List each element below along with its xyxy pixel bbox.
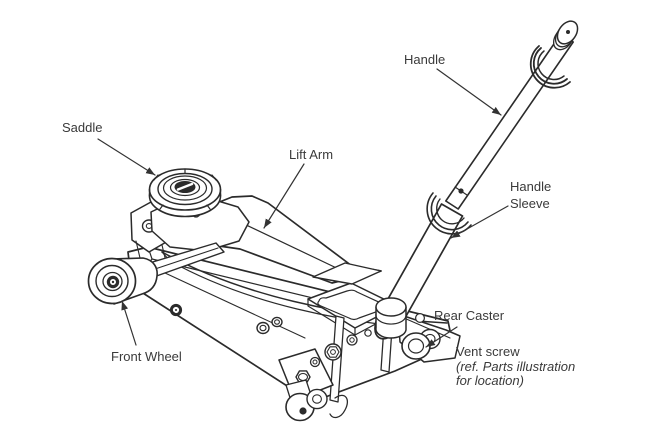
saddle-label-text: Saddle	[62, 120, 103, 135]
front-wheel-label-text: Front Wheel	[111, 349, 182, 364]
handle-arrow	[436, 68, 502, 116]
label-rear-caster: Rear Caster	[434, 308, 504, 324]
lift-arm-part	[211, 195, 382, 285]
vent-screw-note-line2: for location)	[456, 373, 524, 388]
saddle-arrow	[97, 138, 156, 176]
label-vent-screw: Vent screw (ref. Parts illustration for …	[456, 344, 576, 389]
label-handle: Handle	[404, 52, 445, 68]
label-lift-arm: Lift Arm	[289, 147, 333, 163]
handle-sleeve-label-line1: Handle	[510, 179, 552, 194]
lift-arm-arrow	[263, 163, 305, 229]
vent-screw-note-line1: (ref. Parts illustration	[456, 358, 576, 374]
label-handle-sleeve: Handle Sleeve	[510, 178, 551, 212]
handle-label-text: Handle	[404, 52, 446, 67]
lift-arm-label-text: Lift Arm	[289, 147, 334, 162]
leader-arrows	[97, 68, 509, 348]
front-wheel-arrow	[121, 300, 137, 346]
handle-sleeve-arrow	[450, 205, 509, 239]
saddle-part	[130, 168, 250, 263]
rear-assembly	[278, 311, 403, 422]
label-saddle: Saddle	[62, 120, 102, 136]
vent-screw-label-text: Vent screw	[456, 344, 520, 359]
handle-part	[374, 20, 579, 340]
rear-caster-arrow	[425, 326, 458, 348]
front-wheel-part	[87, 242, 225, 305]
label-front-wheel: Front Wheel	[111, 349, 182, 365]
rear-caster-label-text: Rear Caster	[434, 308, 505, 323]
handle-sleeve-label-line2: Sleeve	[510, 196, 550, 211]
rear-caster-part	[397, 313, 461, 363]
